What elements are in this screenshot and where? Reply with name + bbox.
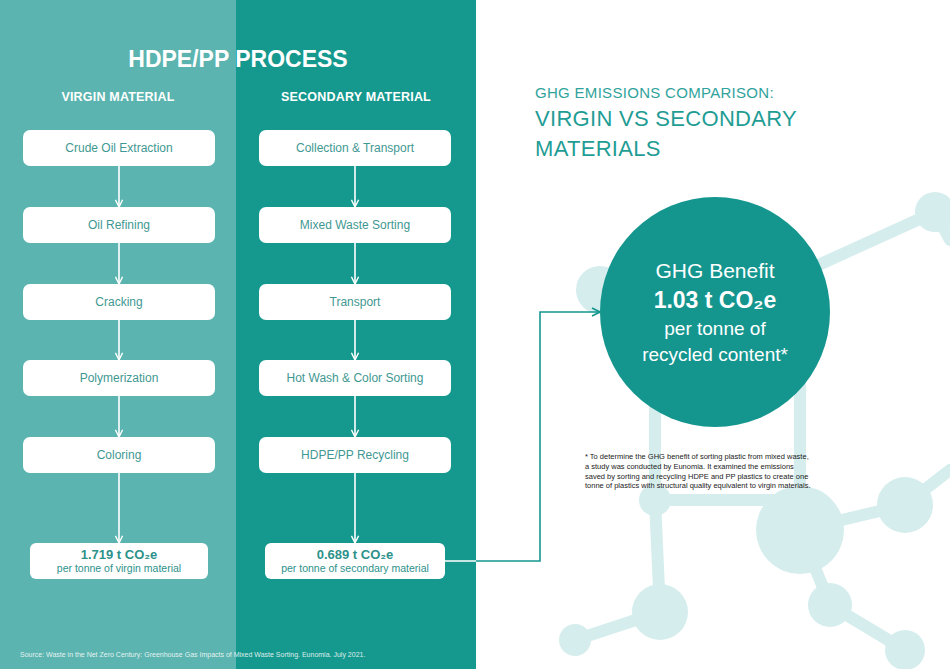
process-label: Cracking <box>95 295 142 309</box>
process-box: Oil Refining <box>23 207 215 243</box>
result-text: 1.719 t CO₂e <box>81 548 158 563</box>
process-label: Collection & Transport <box>296 141 414 155</box>
process-label: Transport <box>330 295 381 309</box>
diagram-title: HDPE/PP PROCESS <box>0 46 476 73</box>
process-box: Polymerization <box>23 360 215 396</box>
molecule-atom <box>808 583 852 627</box>
molecule-atom <box>915 192 950 232</box>
process-box: Collection & Transport <box>259 130 451 166</box>
molecule-atom <box>559 624 591 656</box>
benefit-text: GHG Benefit <box>655 257 774 285</box>
source-note: Source: Waste in the Net Zero Century: G… <box>20 651 460 658</box>
process-box: Transport <box>259 284 451 320</box>
process-label: Crude Oil Extraction <box>65 141 172 155</box>
molecule-atom <box>877 477 933 533</box>
column-heading: VIRGIN MATERIAL <box>0 90 236 104</box>
molecule-atom <box>885 630 925 669</box>
process-box: Crude Oil Extraction <box>23 130 215 166</box>
process-box: HDPE/PP Recycling <box>259 437 451 473</box>
column-band: SECONDARY MATERIAL Collection & Transport… <box>236 0 476 669</box>
process-label: HDPE/PP Recycling <box>301 448 409 462</box>
benefit-text: 1.03 t CO₂e <box>654 285 777 316</box>
molecule-atom <box>756 486 844 574</box>
column-heading: SECONDARY MATERIAL <box>236 90 476 104</box>
process-label: Mixed Waste Sorting <box>300 218 410 232</box>
emission-result-box: 0.689 t CO₂eper tonne of secondary mater… <box>265 543 445 579</box>
process-box: Cracking <box>23 284 215 320</box>
process-box: Hot Wash & Color Sorting <box>259 360 451 396</box>
result-text: per tonne of secondary material <box>281 562 429 574</box>
process-box: Mixed Waste Sorting <box>259 207 451 243</box>
process-label: Coloring <box>97 448 142 462</box>
benefit-text: per tonne of recycled content* <box>629 316 801 367</box>
process-box: Coloring <box>23 437 215 473</box>
result-text: 0.689 t CO₂e <box>317 548 394 563</box>
benefit-circle: GHG Benefit1.03 t CO₂eper tonne of recyc… <box>600 197 830 427</box>
process-label: Hot Wash & Color Sorting <box>287 371 424 385</box>
column-band: VIRGIN MATERIAL Crude Oil ExtractionOil R… <box>0 0 236 669</box>
result-text: per tonne of virgin material <box>57 562 181 574</box>
section-heading: VIRGIN VS SECONDARY MATERIALS <box>535 104 800 164</box>
circle-shape <box>600 197 830 427</box>
molecule-atom <box>632 584 688 640</box>
process-label: Oil Refining <box>88 218 150 232</box>
emission-result-box: 1.719 t CO₂eper tonne of virgin material <box>30 543 208 579</box>
section-kicker: GHG EMISSIONS COMPARISON: <box>535 84 855 101</box>
footnote: * To determine the GHG benefit of sortin… <box>585 452 813 491</box>
process-label: Polymerization <box>80 371 159 385</box>
